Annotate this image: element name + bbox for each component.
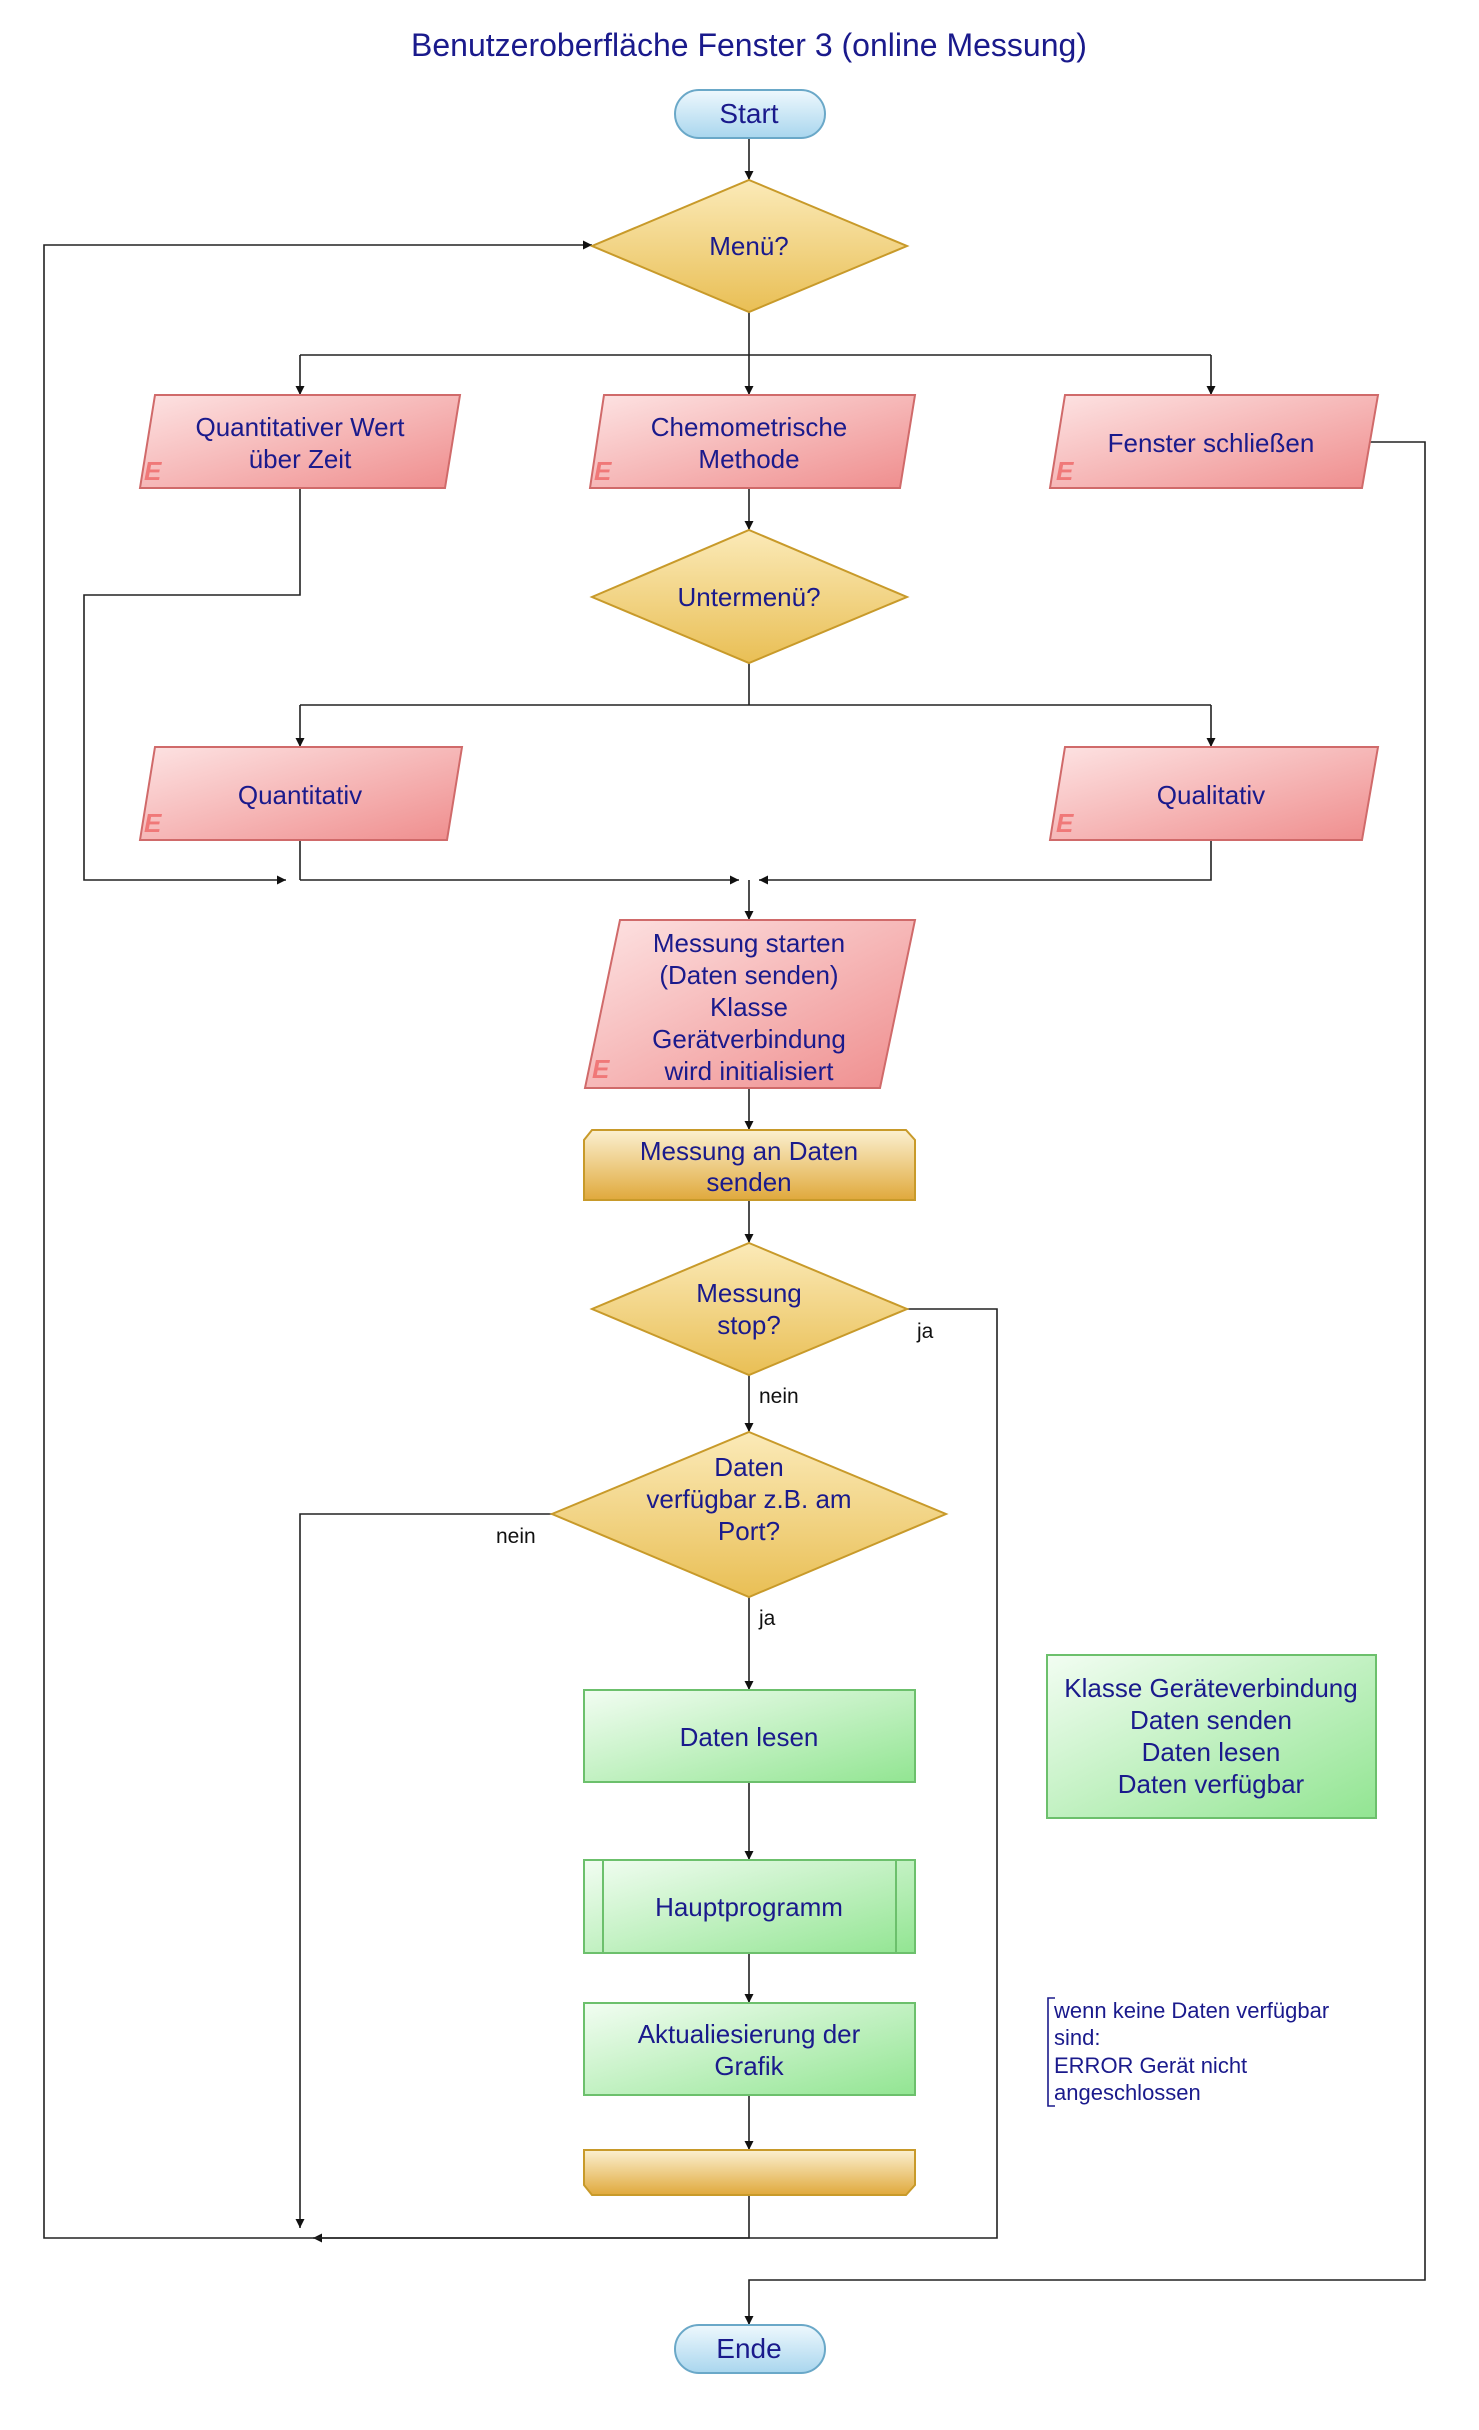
menu-decision: Menü?: [589, 178, 910, 314]
io-qualitativ: E Qualitativ: [1048, 746, 1380, 841]
daten-verfuegbar-decision: Daten verfügbar z.B. am Port?: [549, 1430, 949, 1599]
quantitativ-label: Quantitativ: [238, 780, 362, 810]
annotation-note: wenn keine Daten verfügbar sind: ERROR G…: [1047, 1997, 1329, 2107]
io-fenster-schliessen: E Fenster schließen: [1048, 394, 1380, 489]
messung-starten-line5: wird initialisiert: [663, 1056, 834, 1086]
edge-label-verf-ja: ja: [758, 1607, 776, 1630]
messung-senden-line1: Messung an Daten: [640, 1136, 858, 1166]
messung-starten-line4: Gerätverbindung: [652, 1024, 846, 1054]
edge-label-stop-ja: ja: [916, 1320, 934, 1343]
menu-label: Menü?: [709, 231, 789, 261]
loop-end: [583, 2149, 916, 2196]
end-terminal: Ende: [674, 2324, 826, 2374]
io-messung-starten: E Messung starten (Daten senden) Klasse …: [583, 919, 917, 1089]
messung-senden-line2: senden: [706, 1167, 791, 1197]
process-aktualisierung: Aktualiesierung der Grafik: [583, 2002, 916, 2096]
annotation-line3: ERROR Gerät nicht: [1054, 2053, 1247, 2078]
annotation-line1: wenn keine Daten verfügbar: [1053, 1998, 1329, 2023]
annotation-line4: angeschlossen: [1054, 2080, 1201, 2105]
connectors: [43, 138, 1426, 2325]
class-box-line4: Daten verfügbar: [1118, 1769, 1305, 1799]
io-marker: E: [1056, 808, 1074, 838]
messung-stop-line2: stop?: [717, 1310, 781, 1340]
messung-starten-line1: Messung starten: [653, 928, 845, 958]
edge-label-stop-nein: nein: [759, 1385, 799, 1408]
io-marker: E: [144, 808, 162, 838]
subprocess-hauptprogramm: Hauptprogramm: [583, 1859, 916, 1954]
quant-wert-line1: Quantitativer Wert: [195, 412, 405, 442]
daten-verf-line1: Daten: [714, 1452, 783, 1482]
messung-starten-line3: Klasse: [710, 992, 788, 1022]
daten-verf-line3: Port?: [718, 1516, 780, 1546]
aktualisierung-line1: Aktualiesierung der: [638, 2019, 861, 2049]
hauptprogramm-label: Hauptprogramm: [655, 1892, 843, 1922]
untermenu-label: Untermenü?: [677, 582, 820, 612]
quant-wert-line2: über Zeit: [249, 444, 352, 474]
diagram-title: Benutzeroberfläche Fenster 3 (online Mes…: [411, 27, 1087, 63]
qualitativ-label: Qualitativ: [1157, 780, 1265, 810]
class-box-line2: Daten senden: [1130, 1705, 1292, 1735]
daten-verf-line2: verfügbar z.B. am: [646, 1484, 851, 1514]
io-marker: E: [144, 456, 162, 486]
ende-label: Ende: [716, 2333, 781, 2364]
daten-lesen-label: Daten lesen: [680, 1722, 819, 1752]
messung-starten-line2: (Daten senden): [659, 960, 838, 990]
start-label: Start: [719, 98, 778, 129]
io-quantitativer-wert: E Quantitativer Wert über Zeit: [138, 394, 462, 489]
fenster-label: Fenster schließen: [1108, 428, 1315, 458]
io-marker: E: [594, 456, 612, 486]
class-box-line3: Daten lesen: [1142, 1737, 1281, 1767]
io-quantitativ: E Quantitativ: [138, 746, 464, 841]
class-box-geraeteverbindung: Klasse Geräteverbindung Daten senden Dat…: [1046, 1654, 1377, 1819]
chemo-line2: Methode: [698, 444, 799, 474]
aktualisierung-line2: Grafik: [714, 2051, 784, 2081]
class-box-line1: Klasse Geräteverbindung: [1064, 1673, 1357, 1703]
untermenu-decision: Untermenü?: [589, 528, 910, 665]
io-marker: E: [1056, 456, 1074, 486]
chemo-line1: Chemometrische: [651, 412, 848, 442]
messung-stop-line1: Messung: [696, 1278, 802, 1308]
io-marker: E: [592, 1054, 610, 1084]
loop-start-messung-senden: Messung an Daten senden: [583, 1129, 916, 1201]
messung-stop-decision: Messung stop?: [589, 1241, 910, 1377]
start-terminal: Start: [674, 89, 826, 139]
process-daten-lesen: Daten lesen: [583, 1689, 916, 1783]
edge-label-verf-nein: nein: [496, 1525, 536, 1548]
io-chemometrische-methode: E Chemometrische Methode: [588, 394, 917, 489]
annotation-line2: sind:: [1054, 2025, 1100, 2050]
